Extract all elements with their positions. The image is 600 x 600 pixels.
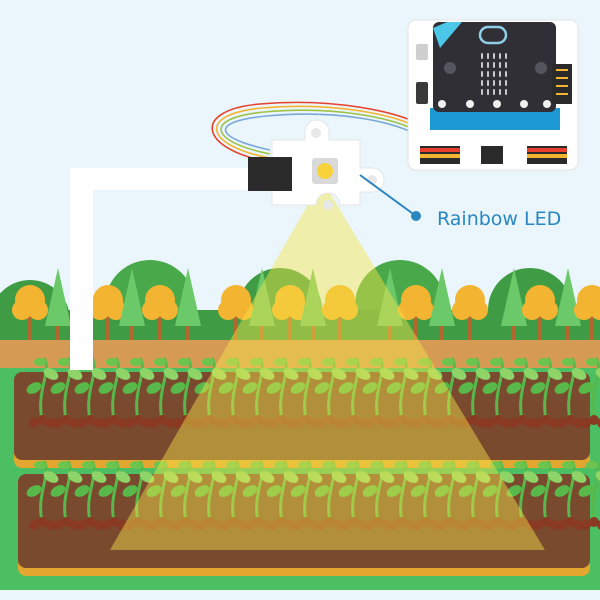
edge-connector-slot (430, 108, 560, 130)
crop-plant (578, 357, 600, 428)
rainbow-led-label: Rainbow LED (437, 208, 562, 230)
tree (119, 268, 145, 340)
board-corner-accent (433, 22, 462, 48)
tree (452, 285, 488, 340)
port-left-yellow (420, 154, 460, 158)
tree (272, 285, 308, 340)
crop-rows (26, 357, 600, 530)
crop-plant (98, 357, 131, 428)
crop-plant (98, 460, 131, 530)
crop-plant (530, 460, 563, 530)
crop-plant (434, 460, 467, 530)
tree (377, 268, 403, 340)
crop-plant (146, 460, 179, 530)
tree (90, 285, 126, 340)
port-right-red (527, 148, 567, 152)
crop-plant (26, 357, 59, 428)
callout-pointer (359, 174, 421, 221)
crop-plant (266, 357, 299, 428)
crop-plant (386, 460, 419, 530)
crop-plant (362, 357, 395, 428)
tree (574, 285, 600, 340)
crop-plant (74, 460, 107, 530)
logo-icon (478, 25, 508, 45)
crop-plant (242, 357, 275, 428)
crop-plant (482, 460, 515, 530)
port-middle (481, 146, 503, 164)
tree (218, 285, 254, 340)
port-right-yellow (527, 154, 567, 158)
crop-plant (218, 357, 251, 428)
tree (175, 268, 201, 340)
tree (45, 268, 71, 340)
port-left-red (420, 148, 460, 152)
tree (12, 285, 48, 340)
led-cable (211, 101, 431, 163)
crop-plant (194, 357, 227, 428)
support-pole (70, 168, 255, 370)
led-light (317, 163, 333, 179)
tree (322, 285, 358, 340)
crop-plant (410, 460, 443, 530)
soil-bed-1 (14, 372, 590, 460)
ground-strip (0, 340, 600, 370)
mounting-hole (311, 128, 321, 138)
crop-plant (458, 460, 491, 530)
crop-plant (578, 460, 600, 530)
power-switch (416, 82, 428, 104)
crop-plant (554, 460, 587, 530)
crop-plant (314, 357, 347, 428)
tree (501, 268, 527, 340)
usb-port (416, 44, 428, 60)
button-a (444, 62, 456, 74)
crop-plant (266, 460, 299, 530)
crop-plant (338, 357, 371, 428)
crop-plant (506, 357, 539, 428)
crop-plant (50, 357, 83, 428)
crop-plant (338, 460, 371, 530)
crop-plant (194, 460, 227, 530)
tree (142, 285, 178, 340)
led-connector (248, 157, 292, 191)
mounting-hole (323, 200, 333, 210)
crop-plant (170, 460, 203, 530)
crop-plant (26, 460, 59, 530)
crop-plant (482, 357, 515, 428)
crop-plant (290, 460, 323, 530)
rainbow-led-module (248, 119, 385, 210)
crop-plant (410, 357, 443, 428)
crop-plant (458, 357, 491, 428)
light-beam (110, 180, 545, 550)
crop-plant (122, 357, 155, 428)
edge-pins (438, 100, 551, 108)
tree (398, 285, 434, 340)
tree (249, 268, 275, 340)
side-connector-pins (556, 69, 568, 95)
tree-row (12, 268, 600, 340)
crop-plant (146, 357, 179, 428)
microbit-expansion-board (407, 19, 579, 171)
crop-plant (314, 460, 347, 530)
crop-plant (530, 357, 563, 428)
crop-plant (554, 357, 587, 428)
crop-plant (290, 357, 323, 428)
crop-plant (50, 460, 83, 530)
tree (522, 285, 558, 340)
crop-plant (386, 357, 419, 428)
crop-plant (218, 460, 251, 530)
tree (300, 268, 326, 340)
crop-plant (506, 460, 539, 530)
crop-plant (170, 357, 203, 428)
button-b (535, 62, 547, 74)
crop-plant (242, 460, 275, 530)
crop-plant (362, 460, 395, 530)
tree (429, 268, 455, 340)
crop-plant (122, 460, 155, 530)
field (0, 357, 600, 590)
led-matrix (481, 53, 507, 95)
crop-plant (434, 357, 467, 428)
